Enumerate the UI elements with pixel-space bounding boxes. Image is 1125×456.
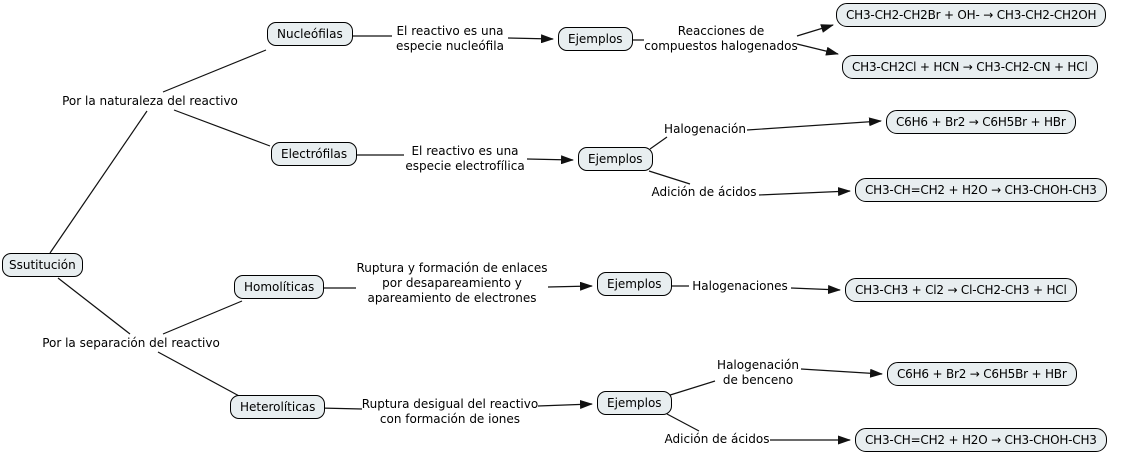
equation-box-ch2cl-hcn[interactable]: CH3-CH2Cl + HCN → CH3-CH2-CN + HCl [842,55,1098,79]
equation-box-propeno-h2o-2[interactable]: CH3-CH=CH2 + H2O → CH3-CHOH-CH3 [855,428,1107,452]
edge-ejemplos4-adicion [666,413,700,432]
link-label-adicion-acidos-1[interactable]: Adición de ácidos [651,185,757,199]
edge-descripcion-ejemplos-1 [507,34,554,44]
edge-heteroliticas-descripcion [318,407,363,410]
equation-box-benceno-br2-2[interactable]: C6H6 + Br2 → C6H5Br + HBr [887,362,1077,386]
edge-categoria-eq1 [796,24,834,37]
edge-separacion-homoliticas [162,300,243,335]
link-label-halogenaciones[interactable]: Halogenaciones [692,279,788,293]
edge-descripcion-ejemplos-4 [537,399,593,409]
edge-ejemplos2-halogenacion [649,136,668,150]
edge-halogenacion-benceno-eq6 [800,368,883,378]
branch-label-naturaleza[interactable]: Por la naturaleza del reactivo [62,94,238,108]
link-label-heterolitica-descripcion[interactable]: Ruptura desigual del reactivo con formac… [361,397,539,426]
node-electrofilas[interactable]: Electrófilas [271,142,358,166]
node-ejemplos-2[interactable]: Ejemplos [578,147,653,171]
node-root[interactable]: Ssutitución [2,253,83,277]
edge-naturaleza-electrofilas [173,109,271,147]
edge-halogenacion-eq3 [746,117,882,131]
edge-ejemplos2-adicion [648,170,691,185]
link-label-reacciones-halogenados[interactable]: Reacciones de compuestos halogenados [644,24,798,53]
edge-descripcion-ejemplos-3 [547,281,593,291]
link-label-homolitica-descripcion[interactable]: Ruptura y formación de enlaces por desap… [356,261,548,305]
equation-box-benceno-br2-1[interactable]: C6H6 + Br2 → C6H5Br + HBr [886,110,1076,134]
link-label-halogenacion-benceno[interactable]: Halogenación de benceno [717,358,799,387]
equation-box-ch2br-oh[interactable]: CH3-CH2-CH2Br + OH- → CH3-CH2-CH2OH [836,3,1107,27]
link-label-halogenacion[interactable]: Halogenación [664,122,746,136]
node-ejemplos-1[interactable]: Ejemplos [558,27,633,51]
node-heteroliticas[interactable]: Heterolíticas [230,395,326,419]
edge-halogenaciones-eq5 [790,285,841,295]
node-homoliticas[interactable]: Homolíticas [234,275,325,299]
link-label-nucleofila-descripcion[interactable]: El reactivo es una especie nucleófila [396,24,504,53]
edge-ejemplos4-halogenacion-benceno [666,380,716,397]
edge-categoria-eq2 [796,43,839,56]
edge-naturaleza-nucleofilas [162,49,267,93]
edge-separacion-heteroliticas [157,351,242,398]
edge-root-naturaleza [49,110,148,254]
node-ejemplos-4[interactable]: Ejemplos [597,391,672,415]
node-nucleofilas[interactable]: Nucleófilas [267,22,353,46]
branch-label-separacion[interactable]: Por la separación del reactivo [42,336,220,350]
equation-box-etano-cl2[interactable]: CH3-CH3 + Cl2 → Cl-CH2-CH3 + HCl [845,278,1077,302]
edge-descripcion-ejemplos-2 [526,155,574,165]
link-label-electrofila-descripcion[interactable]: El reactivo es una especie electrofílica [405,144,525,173]
equation-box-propeno-h2o-1[interactable]: CH3-CH=CH2 + H2O → CH3-CHOH-CH3 [855,178,1107,202]
edge-adicion-eq4 [758,187,851,197]
node-ejemplos-3[interactable]: Ejemplos [597,272,672,296]
link-label-adicion-acidos-2[interactable]: Adición de ácidos [664,432,770,446]
edge-root-separacion [57,277,131,335]
